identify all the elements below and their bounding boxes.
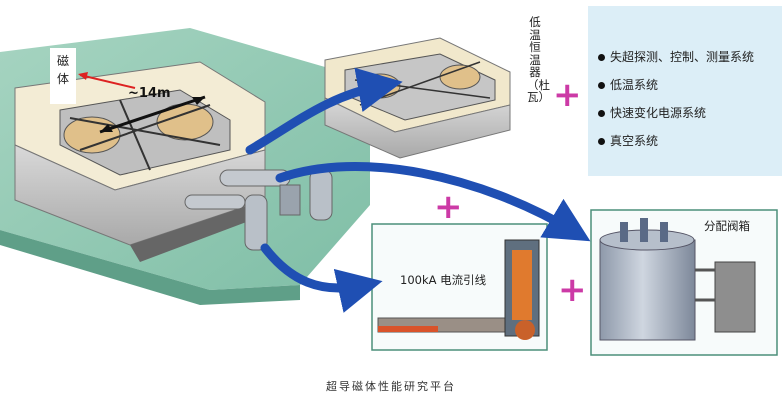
- systems-panel: 失超探测、控制、测量系统 低温系统 快速变化电源系统 真空系统: [588, 6, 782, 176]
- magnet-label-char-2: 体: [56, 72, 69, 86]
- system-item: 低温系统: [598, 76, 658, 93]
- system-item: 失超探测、控制、测量系统: [598, 48, 754, 65]
- system-item-label: 失超探测、控制、测量系统: [610, 50, 755, 64]
- plus-icon: +: [553, 75, 582, 115]
- system-item-label: 真空系统: [610, 134, 659, 148]
- magnet-vessel: [14, 61, 266, 262]
- bullet-icon: [598, 110, 605, 117]
- valve-box-label: 分配阀箱: [704, 219, 750, 233]
- bullet-icon: [598, 54, 605, 61]
- plus-icon: +: [434, 187, 463, 227]
- bullet-icon: [598, 82, 605, 89]
- current-lead-label: 100kA 电流引线: [400, 273, 487, 287]
- magnet-label-char-1: 磁: [56, 54, 69, 68]
- bullet-icon: [598, 138, 605, 145]
- cryostat-label: 低温恒温器（杜瓦）: [527, 15, 550, 104]
- plus-icon: +: [558, 270, 587, 310]
- system-item: 快速变化电源系统: [598, 104, 706, 121]
- system-item-label: 快速变化电源系统: [610, 106, 707, 120]
- valve-box: [590, 209, 778, 356]
- figure-caption: 超导磁体性能研究平台: [326, 380, 456, 393]
- system-item: 真空系统: [598, 132, 658, 149]
- current-lead-box: [371, 223, 548, 351]
- dimension-label: ~14m: [128, 86, 171, 101]
- pipework: [184, 169, 333, 251]
- system-item-label: 低温系统: [610, 78, 659, 92]
- flow-arrows: [245, 67, 591, 313]
- dimension-arrow: [78, 72, 206, 134]
- magnet-label: 磁 体: [50, 48, 76, 104]
